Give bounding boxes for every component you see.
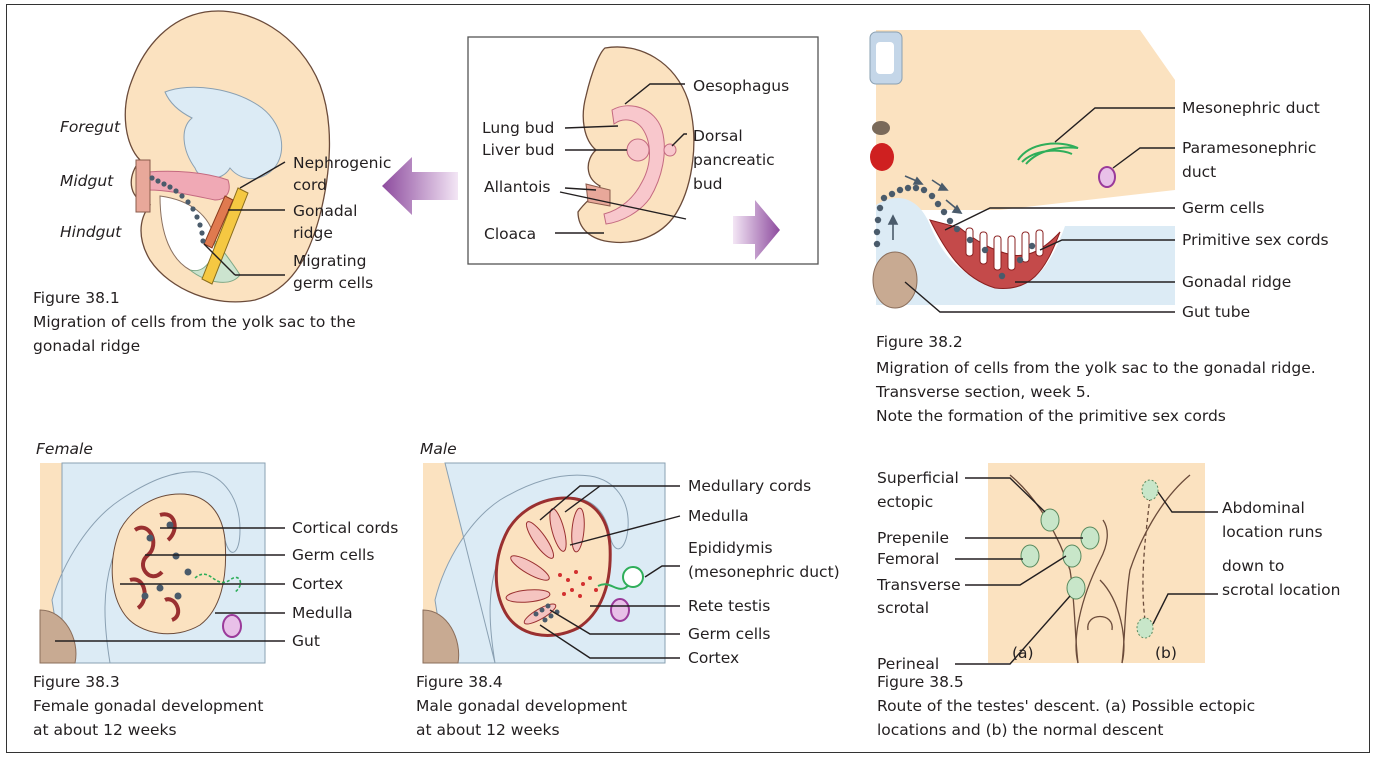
rete-testis-label: Rete testis xyxy=(688,597,770,615)
transverse-label-1: Transverse xyxy=(876,576,961,594)
male-paramesonephric xyxy=(611,599,629,621)
fig2-caption-line-1: Migration of cells from the yolk sac to … xyxy=(876,359,1316,377)
fig3-caption-title: Figure 38.3 xyxy=(33,673,120,691)
abdominal-label-3: down to xyxy=(1222,557,1284,575)
mesonephric-duct-label-m: (mesonephric duct) xyxy=(688,563,840,581)
paramesonephric-duct xyxy=(1099,167,1115,187)
migrating-label-1: Migrating xyxy=(293,252,366,270)
yolk-stalk xyxy=(136,160,150,212)
scrotal-testis xyxy=(1137,618,1153,638)
part-b-label: (b) xyxy=(1155,644,1177,662)
gonadal-ridge-label-1: Gonadal xyxy=(293,202,357,220)
abdominal-label-2: location runs xyxy=(1222,523,1323,541)
fig4-heading: Male xyxy=(420,440,457,458)
female-paramesonephric xyxy=(223,615,241,637)
transverse-label-2: scrotal xyxy=(877,599,929,617)
gonadal-ridge-label-2: ridge xyxy=(293,224,333,242)
lung-bud-label: Lung bud xyxy=(482,119,554,137)
gonadal-ridge-label: Gonadal ridge xyxy=(1182,273,1291,291)
fig4-caption-title: Figure 38.4 xyxy=(416,673,503,691)
fig3-heading: Female xyxy=(36,440,93,458)
fig1-caption-title: Figure 38.1 xyxy=(33,289,120,307)
fig1-caption-line-1: Migration of cells from the yolk sac to … xyxy=(33,313,356,331)
figure-38-2: Mesonephric duct Paramesonephric duct Ge… xyxy=(870,30,1329,425)
fig1-caption-line-2: gonadal ridge xyxy=(33,337,140,355)
aorta xyxy=(870,143,894,171)
fig2-caption-title: Figure 38.2 xyxy=(876,333,963,351)
medulla-label-m: Medulla xyxy=(688,507,749,525)
epididymis-loop xyxy=(623,567,643,587)
primitive-sex-cords-label: Primitive sex cords xyxy=(1182,231,1329,249)
germ-cells-label-f: Germ cells xyxy=(292,546,374,564)
allantois-label: Allantois xyxy=(484,178,550,196)
midgut-label: Midgut xyxy=(60,172,114,190)
cortex-label-f: Cortex xyxy=(292,575,343,593)
fig2-caption-line-3: Note the formation of the primitive sex … xyxy=(876,407,1226,425)
epididymis-label: Epididymis xyxy=(688,539,773,557)
germ-cells-label: Germ cells xyxy=(1182,199,1264,217)
abdominal-label-1: Abdominal xyxy=(1222,499,1305,517)
inset-pancreatic-bud xyxy=(664,144,676,156)
fig5-caption-line-2: locations and (b) the normal descent xyxy=(877,721,1163,739)
femoral-label: Femoral xyxy=(877,550,939,568)
cortical-cords-label: Cortical cords xyxy=(292,519,398,537)
fig5-caption-title: Figure 38.5 xyxy=(877,673,964,691)
nephrogenic-label-1: Nephrogenic xyxy=(293,154,391,172)
cortex-label-m: Cortex xyxy=(688,649,739,667)
fig2-caption-line-2: Transverse section, week 5. xyxy=(875,383,1091,401)
fig4-caption-line-2: at about 12 weeks xyxy=(416,721,560,739)
medulla-label-f: Medulla xyxy=(292,604,353,622)
medullary-cords-label: Medullary cords xyxy=(688,477,811,495)
arrow-left xyxy=(382,157,458,215)
foregut-label: Foregut xyxy=(60,118,121,136)
neural-tube-inner xyxy=(876,42,894,74)
nephrogenic-label-2: cord xyxy=(293,176,327,194)
bud-label: bud xyxy=(693,175,723,193)
notochord xyxy=(872,121,890,135)
fig3-caption-line-1: Female gonadal development xyxy=(33,697,263,715)
mesonephric-duct-label: Mesonephric duct xyxy=(1182,99,1320,117)
figure-38-4: Male Medullary cord xyxy=(416,440,840,739)
pancreatic-label: pancreatic xyxy=(693,151,775,169)
paramesonephric-label-2: duct xyxy=(1182,163,1216,181)
hindgut-label: Hindgut xyxy=(60,223,122,241)
gut-label-f: Gut xyxy=(292,632,320,650)
figure-38-5: Superficial ectopic Prepenile Femoral Tr… xyxy=(876,463,1340,739)
gut-tube-section xyxy=(873,252,917,308)
dorsal-label: Dorsal xyxy=(693,127,743,145)
liver-bud-label: Liver bud xyxy=(482,141,554,159)
migrating-label-2: germ cells xyxy=(293,274,373,292)
perineal-label: Perineal xyxy=(877,655,939,673)
prepenile-label: Prepenile xyxy=(877,529,949,547)
abdominal-testis xyxy=(1142,480,1158,500)
cloaca-label: Cloaca xyxy=(484,225,536,243)
gut-tube-label: Gut tube xyxy=(1182,303,1250,321)
superficial-label-2: ectopic xyxy=(877,493,933,511)
abdominal-label-4: scrotal location xyxy=(1222,581,1340,599)
figure-38-1: Foregut Midgut Hindgut Nephrogenic cord … xyxy=(33,11,391,355)
paramesonephric-label-1: Paramesonephric xyxy=(1182,139,1316,157)
germ-cells-label-m: Germ cells xyxy=(688,625,770,643)
figure-38-3: Female Cortical cords Germ cells Cortex … xyxy=(33,440,398,739)
part-a-label: (a) xyxy=(1012,644,1034,662)
superficial-label-1: Superficial xyxy=(877,469,959,487)
fig3-caption-line-2: at about 12 weeks xyxy=(33,721,177,739)
fig4-caption-line-1: Male gonadal development xyxy=(416,697,627,715)
fig5-caption-line-1: Route of the testes' descent. (a) Possib… xyxy=(877,697,1255,715)
inset-liver-bud xyxy=(627,139,649,161)
oesophagus-label: Oesophagus xyxy=(693,77,789,95)
